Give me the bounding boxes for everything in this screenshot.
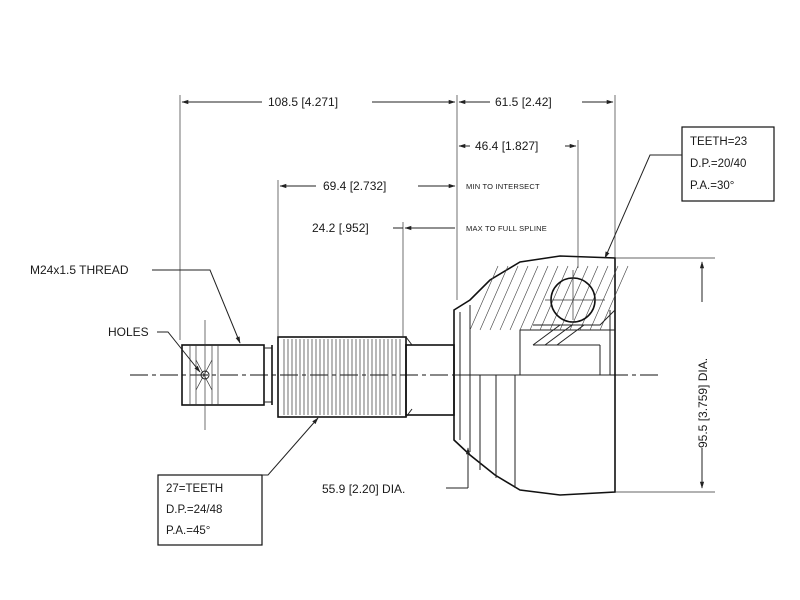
dim-full-spline-label: 24.2 [.952] xyxy=(312,221,369,235)
inner-pa: P.A.=30° xyxy=(690,180,734,192)
hole-icon xyxy=(200,370,210,380)
dim-outer-diameter: 95.5 [3.759] DIA. xyxy=(615,257,715,493)
inner-dp: D.P.=20/40 xyxy=(690,158,746,170)
thread-callout: M24x1.5 THREAD xyxy=(30,263,241,344)
dim-seal-diameter: 55.9 [2.20] DIA. xyxy=(322,447,471,496)
dim-spline-length-label: 69.4 [2.732] xyxy=(323,179,386,193)
dim-overall-right: 61.5 [2.42] xyxy=(458,95,614,109)
min-intersect-note: MIN TO INTERSECT xyxy=(466,182,540,191)
shaft-spline xyxy=(277,336,455,418)
thread-label: M24x1.5 THREAD xyxy=(30,263,129,277)
dim-min-intersect-depth-label: 46.4 [1.827] xyxy=(475,139,538,153)
inner-spline-spec: TEETH=23 D.P.=20/40 P.A.=30° xyxy=(604,126,775,259)
dim-seal-diameter-label: 55.9 [2.20] DIA. xyxy=(322,482,405,496)
dim-full-spline: 24.2 [.952] MAX TO FULL SPLINE xyxy=(312,221,547,235)
inner-teeth: TEETH=23 xyxy=(690,136,747,148)
dim-spline-length: 69.4 [2.732] MIN TO INTERSECT xyxy=(279,179,540,193)
dim-min-intersect-depth: 46.4 [1.827] xyxy=(458,139,577,153)
outer-teeth: 27=TEETH xyxy=(166,483,223,495)
holes-callout: HOLES xyxy=(108,325,201,373)
outer-dp: D.P.=24/48 xyxy=(166,504,222,516)
dim-overall-left-label: 108.5 [4.271] xyxy=(268,95,338,109)
full-spline-note: MAX TO FULL SPLINE xyxy=(466,224,547,233)
holes-label: HOLES xyxy=(108,325,149,339)
dim-overall-right-label: 61.5 [2.42] xyxy=(495,95,552,109)
threaded-end xyxy=(181,320,273,430)
outer-spline-spec: 27=TEETH D.P.=24/48 P.A.=45° xyxy=(157,417,319,546)
outer-race-housing xyxy=(453,255,629,496)
dim-overall-left: 108.5 [4.271] xyxy=(181,95,456,109)
outer-pa: P.A.=45° xyxy=(166,525,210,537)
dim-outer-diameter-label: 95.5 [3.759] DIA. xyxy=(696,358,710,448)
